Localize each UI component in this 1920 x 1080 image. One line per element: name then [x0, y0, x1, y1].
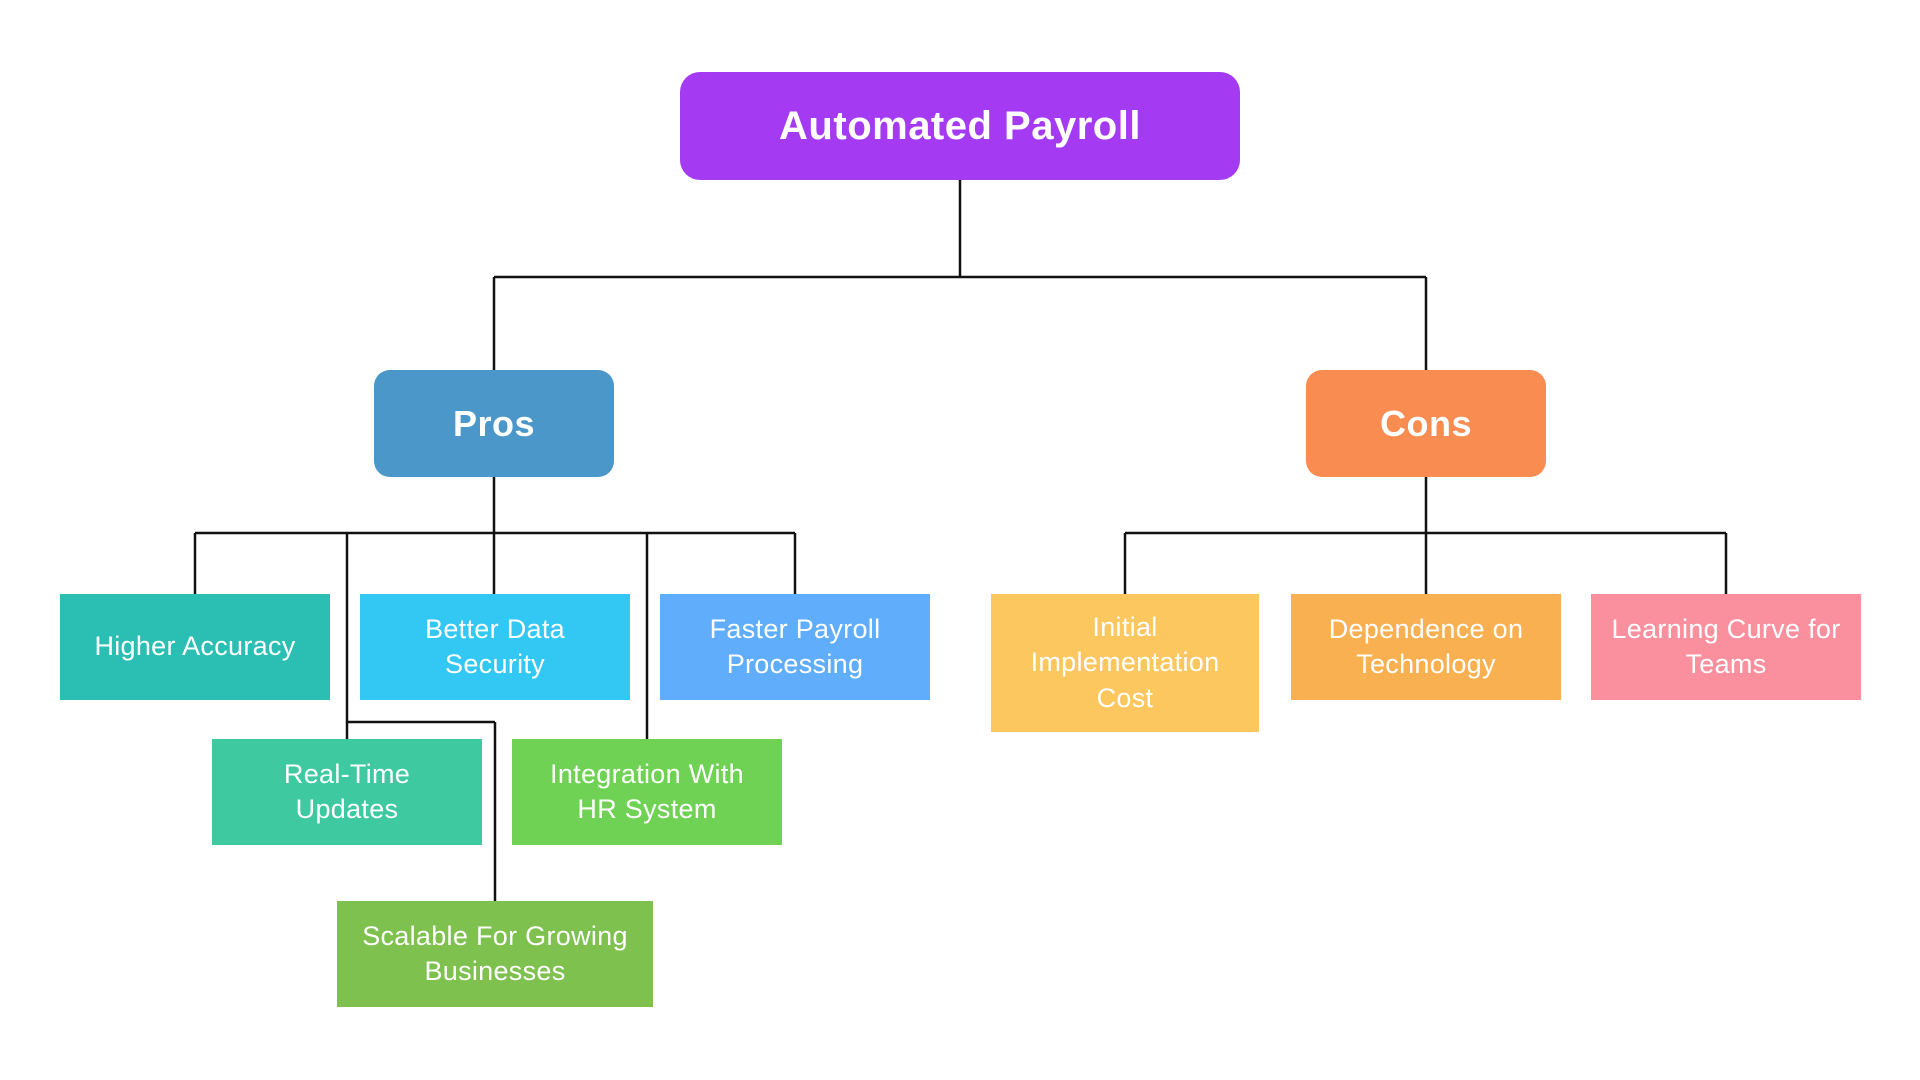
node-label: Real-Time Updates: [283, 758, 411, 824]
node-label: Faster Payroll Processing: [709, 613, 881, 679]
node-dependence-technology: Dependence on Technology: [1291, 594, 1561, 700]
node-label: Better Data Security: [425, 613, 565, 679]
node-learning-curve-teams: Learning Curve for Teams: [1591, 594, 1861, 700]
node-real-time-updates: Real-Time Updates: [212, 739, 482, 845]
connector-root-to-branches: [492, 180, 1428, 370]
connector-cons-subtree: [1123, 477, 1728, 594]
node-label: Dependence on Technology: [1328, 613, 1524, 679]
node-higher-accuracy: Higher Accuracy: [60, 594, 330, 700]
node-cons: Cons: [1306, 370, 1546, 477]
node-label: Initial Implementation Cost: [1030, 612, 1220, 713]
node-label: Integration With HR System: [550, 758, 744, 824]
node-integration-hr-system: Integration With HR System: [512, 739, 782, 845]
node-faster-payroll-processing: Faster Payroll Processing: [660, 594, 930, 700]
node-automated-payroll: Automated Payroll: [680, 72, 1240, 180]
node-scalable-growing-businesses: Scalable For Growing Businesses: [337, 901, 653, 1007]
node-label: Scalable For Growing Businesses: [362, 920, 628, 986]
node-label: Higher Accuracy: [94, 631, 296, 662]
connector-pros-subtree: [193, 477, 797, 901]
node-better-data-security: Better Data Security: [360, 594, 630, 700]
node-label: Cons: [1380, 402, 1472, 444]
node-label: Learning Curve for Teams: [1611, 613, 1841, 679]
node-initial-implementation-cost: Initial Implementation Cost: [991, 594, 1259, 732]
node-label: Pros: [452, 402, 536, 444]
node-pros: Pros: [374, 370, 614, 477]
node-label: Automated Payroll: [779, 103, 1141, 148]
